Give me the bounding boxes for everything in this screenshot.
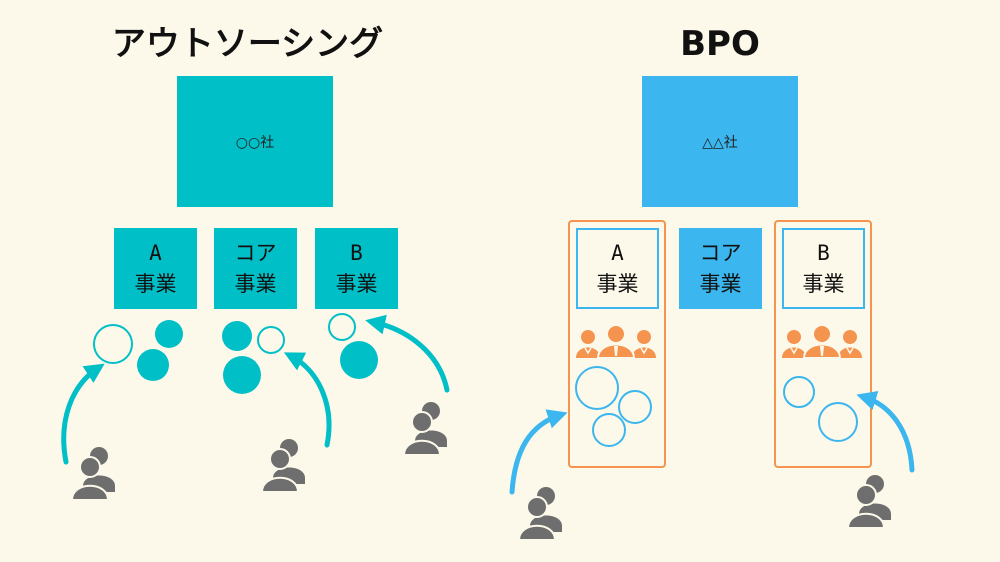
curved-arrow-icon bbox=[365, 314, 450, 393]
division-suffix: 事業 bbox=[234, 271, 277, 296]
bpo-division-b: B 事業 bbox=[782, 228, 865, 309]
user-group-icon bbox=[261, 438, 306, 493]
user-group-icon bbox=[71, 446, 116, 501]
user-group-icon bbox=[847, 474, 892, 529]
staff-team-icon bbox=[781, 324, 863, 359]
bpo-company-label: △△社 bbox=[702, 134, 738, 151]
division-name: B bbox=[350, 240, 363, 265]
outsourcing-arrows bbox=[61, 314, 450, 465]
bpo-company-box: △△社 bbox=[642, 76, 798, 207]
task-circle-icon bbox=[340, 341, 378, 379]
task-circle-icon bbox=[592, 413, 626, 447]
task-circle-icon bbox=[575, 366, 619, 410]
bpo-arrows bbox=[509, 390, 915, 495]
staff-team-icon bbox=[575, 324, 657, 359]
outsourcing-division-a: A 事業 bbox=[114, 228, 197, 309]
division-name: B bbox=[817, 240, 830, 265]
task-circle-icon bbox=[223, 356, 261, 394]
task-circle-icon bbox=[783, 376, 815, 408]
curved-arrow-icon bbox=[856, 390, 915, 473]
bpo-division-core: コア 事業 bbox=[679, 228, 762, 309]
outsourcing-tasks bbox=[93, 313, 378, 394]
division-suffix: 事業 bbox=[596, 271, 639, 296]
user-group-icon bbox=[403, 401, 448, 456]
task-circle-icon bbox=[222, 321, 252, 351]
task-circle-icon bbox=[137, 349, 169, 381]
task-circle-icon bbox=[257, 326, 285, 354]
task-circle-icon bbox=[328, 313, 356, 341]
division-name: A bbox=[149, 240, 162, 265]
division-suffix: 事業 bbox=[335, 271, 378, 296]
task-circle-icon bbox=[618, 390, 652, 424]
bpo-frame-a bbox=[568, 220, 666, 468]
task-circle-icon bbox=[155, 320, 183, 348]
bpo-tasks bbox=[575, 366, 858, 447]
division-name: コア bbox=[234, 240, 277, 265]
curved-arrow-icon bbox=[61, 363, 105, 465]
curved-arrow-icon bbox=[283, 352, 332, 448]
bpo-title: BPO bbox=[680, 24, 760, 64]
division-suffix: 事業 bbox=[802, 271, 845, 296]
division-suffix: 事業 bbox=[699, 271, 742, 296]
task-circle-icon bbox=[818, 402, 858, 442]
curved-arrow-icon bbox=[509, 409, 568, 495]
bpo-division-a: A 事業 bbox=[576, 228, 659, 309]
division-suffix: 事業 bbox=[134, 271, 177, 296]
outsourcing-company-box: ○○社 bbox=[177, 76, 333, 207]
outsourcing-division-core: コア 事業 bbox=[214, 228, 297, 309]
outsourcing-division-b: B 事業 bbox=[315, 228, 398, 309]
bpo-frame-b bbox=[774, 220, 872, 468]
task-circle-icon bbox=[93, 324, 133, 364]
user-group-icon bbox=[518, 486, 563, 541]
outsourcing-company-label: ○○社 bbox=[235, 134, 275, 151]
division-name: コア bbox=[699, 240, 742, 265]
outsourcing-title: アウトソーシング bbox=[111, 24, 384, 64]
division-name: A bbox=[611, 240, 624, 265]
